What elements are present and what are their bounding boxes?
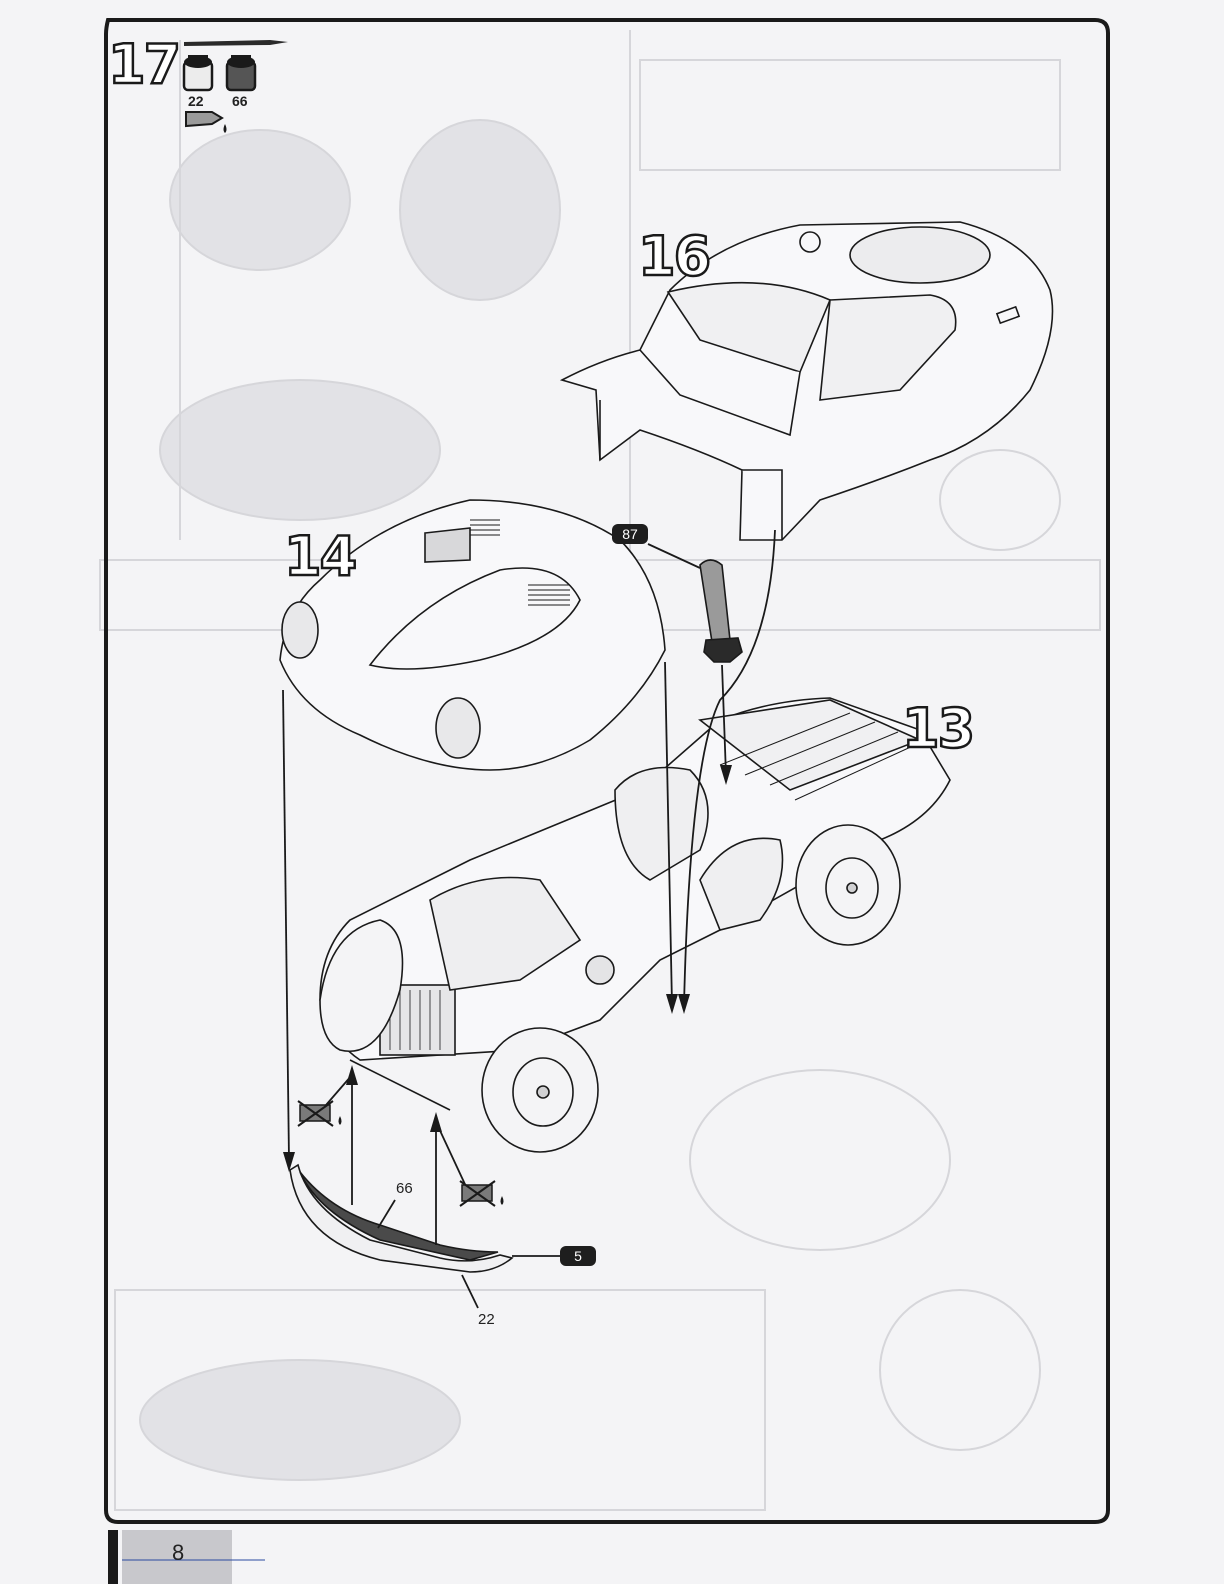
paint-code-dark: 66 [232,93,248,109]
paint-brush-icon [184,40,288,46]
part-number-chassis: 13 [902,702,973,756]
bumper-part-tag: 5 [560,1246,596,1266]
chassis-drawing [320,698,950,1152]
paint-pot-66-icon [227,55,255,90]
page-number: 8 [172,1540,184,1566]
paint-pot-22-icon [184,55,212,90]
paint-code-white: 22 [188,93,204,109]
bumper-paint-callout: 66 [396,1180,413,1197]
body-shell-drawing [562,222,1053,540]
exhaust-part-tag: 87 [612,524,648,544]
part-number-body-shell: 16 [638,230,709,284]
part-number-bonnet: 14 [284,530,355,584]
no-glue-icon [298,1101,342,1126]
page-number-tab [108,1530,265,1584]
bumper-base-paint-callout: 22 [478,1311,495,1328]
step-number: 17 [108,38,179,92]
glue-tube-icon [186,112,227,133]
no-glue-icon-2 [460,1181,504,1206]
exhaust-pipe-drawing [700,560,742,662]
